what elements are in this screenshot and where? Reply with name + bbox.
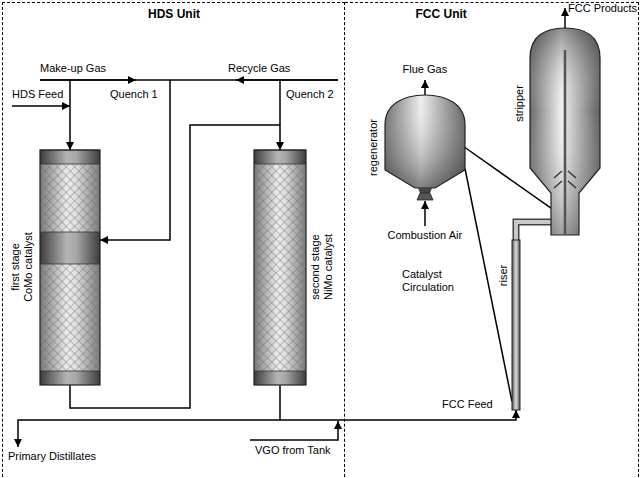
band-line: [254, 371, 306, 372]
stripper-vessel: [530, 28, 600, 235]
bed-hatch: [40, 164, 100, 232]
reactor: first stage CoMo catalyst: [40, 150, 100, 385]
riser: riser: [512, 240, 520, 410]
vessel-head: [254, 371, 306, 385]
vessel-head: [40, 232, 100, 264]
riser-pipe: [512, 240, 520, 410]
flue-gas-arrow: [424, 80, 426, 95]
bed-hatch: [254, 164, 306, 371]
vessel-outline: [254, 150, 306, 385]
stream-label: FCC Feed: [440, 398, 495, 411]
vessel-head: [40, 150, 100, 164]
stream-connector: [70, 125, 280, 408]
reactor-vessel: [40, 150, 100, 385]
stream-label: Flue Gas: [403, 63, 448, 76]
unit-heading: HDS Unit: [148, 8, 200, 21]
primary-distillates-arrow: [18, 420, 280, 447]
stream-label: Make-up Gas: [40, 62, 106, 75]
air-nozzle: [417, 193, 433, 200]
stream-label: Primary Distillates: [8, 450, 96, 463]
vessel-label: riser: [497, 250, 510, 300]
fcc-products-arrow: [564, 8, 566, 28]
reactor: second stage NiMo catalyst: [254, 150, 306, 385]
band-line: [40, 164, 100, 165]
reactor-vessel: [254, 150, 306, 385]
vessel-outline: [40, 150, 100, 385]
stream-label: Catalyst Circulation: [402, 268, 464, 294]
catalyst-bed: [40, 164, 100, 232]
stream-label: VGO from Tank: [255, 444, 331, 457]
vessel-body: [530, 28, 600, 235]
quench-1-arrow: [100, 80, 170, 240]
stream-label: Combustion Air: [388, 229, 463, 242]
band-line: [40, 371, 100, 372]
band-line: [40, 264, 100, 265]
bed-hatch: [40, 264, 100, 371]
stripper-baffles: [554, 171, 576, 188]
reactor-inlet-arrow: [69, 80, 71, 150]
bed-hatch: [254, 164, 306, 371]
stripper: stripper: [530, 28, 600, 235]
vessel-head: [40, 371, 100, 385]
catalyst-bed: [254, 164, 306, 371]
riser-body: [512, 240, 520, 410]
air-nozzle: [418, 188, 432, 193]
stream-label: Quench 2: [286, 88, 334, 101]
gas-header-line: [40, 79, 338, 81]
vessel-label: second stage NiMo catalyst: [309, 227, 335, 307]
vessel-head: [254, 150, 306, 164]
vessel-label: stripper: [513, 68, 526, 138]
catalyst-bed: [40, 264, 100, 371]
internal-riser: [564, 50, 567, 235]
recycle-gas-arrow: [236, 79, 338, 81]
stream-connector: [280, 385, 516, 420]
combustion-air-arrow: [424, 201, 426, 226]
band-line: [254, 164, 306, 165]
hds-feed-arrow: [12, 105, 70, 107]
regenerator-vessel: [385, 95, 465, 200]
riser-pipe-core: [516, 222, 552, 241]
regenerator: regenerator: [385, 95, 465, 200]
stream-label: HDS Feed: [12, 88, 63, 101]
band-line: [40, 232, 100, 233]
make-up-gas-arrow: [40, 79, 136, 81]
stream-label: Recycle Gas: [228, 62, 290, 75]
riser-pipe: [516, 222, 552, 241]
bed-hatch: [40, 264, 100, 371]
vgo-arrow: [250, 421, 338, 440]
stream-label: Quench 1: [110, 88, 158, 101]
stream-label: FCC Products: [568, 2, 637, 15]
vessel-label: first stage CoMo catalyst: [9, 227, 35, 307]
vessel-body: [385, 95, 465, 188]
vessel-shade: [385, 95, 465, 188]
stream-connector: [465, 169, 512, 402]
unit-heading: FCC Unit: [416, 8, 467, 21]
bed-hatch: [40, 164, 100, 232]
stream-lines: [12, 8, 565, 447]
vessel-label: regenerator: [367, 102, 380, 192]
quench-2-line: [279, 80, 281, 125]
vessel-shade: [530, 28, 600, 235]
